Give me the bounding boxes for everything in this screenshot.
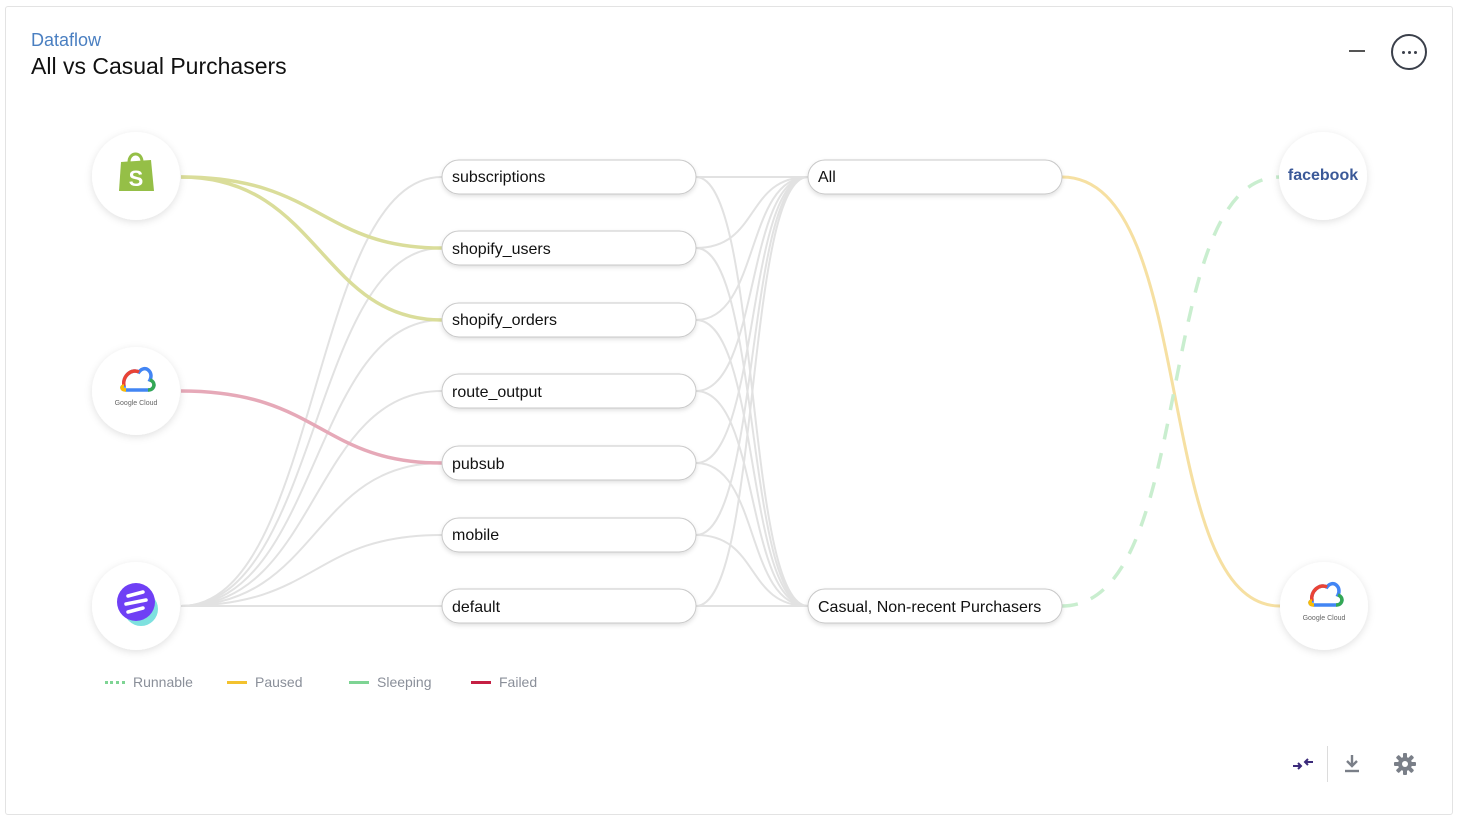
edge-shopify-to-users <box>180 175 443 250</box>
stream-node-default[interactable]: default <box>441 588 697 624</box>
google-cloud-wordmark: Google Cloud <box>115 400 158 407</box>
edge-mobile-casual <box>695 534 809 607</box>
edge-gcloud-to-pubsub <box>180 389 443 465</box>
stream-node-shopify-users[interactable]: shopify_users <box>441 230 697 266</box>
edge-shopify-users-casual <box>695 247 809 607</box>
page-title: All vs Casual Purchasers <box>31 53 287 79</box>
edge-all-to-gcloud <box>1061 175 1281 608</box>
stream-label: pubsub <box>452 456 505 473</box>
runnable-swatch <box>105 680 125 684</box>
edge-shopify-orders-all <box>695 176 809 321</box>
sleeping-swatch <box>349 680 369 684</box>
facebook-logo-icon: facebook <box>1288 167 1358 184</box>
legend-runnable: Runnable <box>105 674 227 690</box>
more-dot <box>1401 50 1405 54</box>
stream-label: subscriptions <box>452 169 545 186</box>
google-cloud-logo-icon: Google Cloud <box>115 367 158 407</box>
stream-logo-icon <box>117 583 158 626</box>
legend-label: Sleeping <box>377 674 432 690</box>
paused-swatch <box>227 680 247 684</box>
legend-label: Failed <box>499 674 538 690</box>
edge-casual-to-facebook <box>1061 175 1281 608</box>
svg-text:S: S <box>129 166 144 191</box>
legend-failed: Failed <box>471 674 537 690</box>
stream-node-subscriptions[interactable]: subscriptions <box>441 159 697 195</box>
edges-layer <box>180 175 1281 608</box>
status-legend: Runnable Paused Sleeping Failed <box>105 674 537 690</box>
edge-segment-shopify-orders <box>180 319 443 607</box>
stream-label: shopify_users <box>452 241 551 258</box>
more-options-button[interactable] <box>1391 34 1427 70</box>
edge-segment-shopify-users <box>180 247 443 607</box>
source-node-shopify[interactable]: S <box>92 132 180 220</box>
audience-node-all[interactable]: All <box>807 159 1063 195</box>
edge-route-output-all <box>695 176 809 392</box>
more-dot <box>1407 50 1411 54</box>
google-cloud-logo-icon: Google Cloud <box>1303 582 1346 622</box>
edge-route-output-casual <box>695 390 809 607</box>
source-node-stream[interactable] <box>92 562 180 650</box>
audience-label: All <box>818 169 836 186</box>
audience-label: Casual, Non-recent Purchasers <box>818 599 1041 616</box>
edge-pubsub-all <box>695 176 809 464</box>
stream-node-pubsub[interactable]: pubsub <box>441 445 697 481</box>
edge-mobile-all <box>695 176 809 536</box>
edge-segment-pubsub <box>180 462 443 607</box>
minimize-button[interactable] <box>1349 50 1365 52</box>
legend-paused: Paused <box>227 674 349 690</box>
stream-node-route-output[interactable]: route_output <box>441 373 697 409</box>
edge-shopify-orders-casual <box>695 319 809 607</box>
edge-pubsub-casual <box>695 462 809 607</box>
edge-segment-route-output <box>180 390 443 607</box>
stream-label: shopify_orders <box>452 312 557 329</box>
destination-node-google-cloud[interactable]: Google Cloud <box>1280 562 1368 650</box>
destination-node-facebook[interactable]: facebook <box>1279 132 1367 220</box>
edge-segment-mobile <box>180 534 443 607</box>
edge-shopify-to-orders <box>180 175 443 322</box>
shopify-logo-icon: S <box>119 152 154 191</box>
stream-node-mobile[interactable]: mobile <box>441 517 697 553</box>
download-icon[interactable] <box>1342 753 1362 775</box>
stream-node-shopify-orders[interactable]: shopify_orders <box>441 302 697 338</box>
legend-label: Paused <box>255 674 303 690</box>
stream-label: default <box>452 599 501 616</box>
edge-segment-subscriptions <box>180 176 443 607</box>
failed-swatch <box>471 680 491 684</box>
toolbar-divider <box>1327 746 1328 782</box>
edge-default-all <box>695 176 809 607</box>
breadcrumb[interactable]: Dataflow <box>31 30 102 50</box>
dataflow-card <box>5 6 1453 815</box>
source-node-google-cloud[interactable]: Google Cloud <box>92 347 180 435</box>
stream-label: mobile <box>452 527 499 544</box>
more-dot <box>1413 50 1417 54</box>
audience-node-casual[interactable]: Casual, Non-recent Purchasers <box>807 588 1063 624</box>
collapse-arrows-icon[interactable] <box>1291 753 1315 775</box>
legend-label: Runnable <box>133 674 193 690</box>
stream-label: route_output <box>452 384 542 401</box>
edge-shopify-users-all <box>695 176 809 249</box>
legend-sleeping: Sleeping <box>349 674 471 690</box>
google-cloud-wordmark: Google Cloud <box>1303 615 1346 622</box>
gear-icon[interactable] <box>1393 752 1417 776</box>
